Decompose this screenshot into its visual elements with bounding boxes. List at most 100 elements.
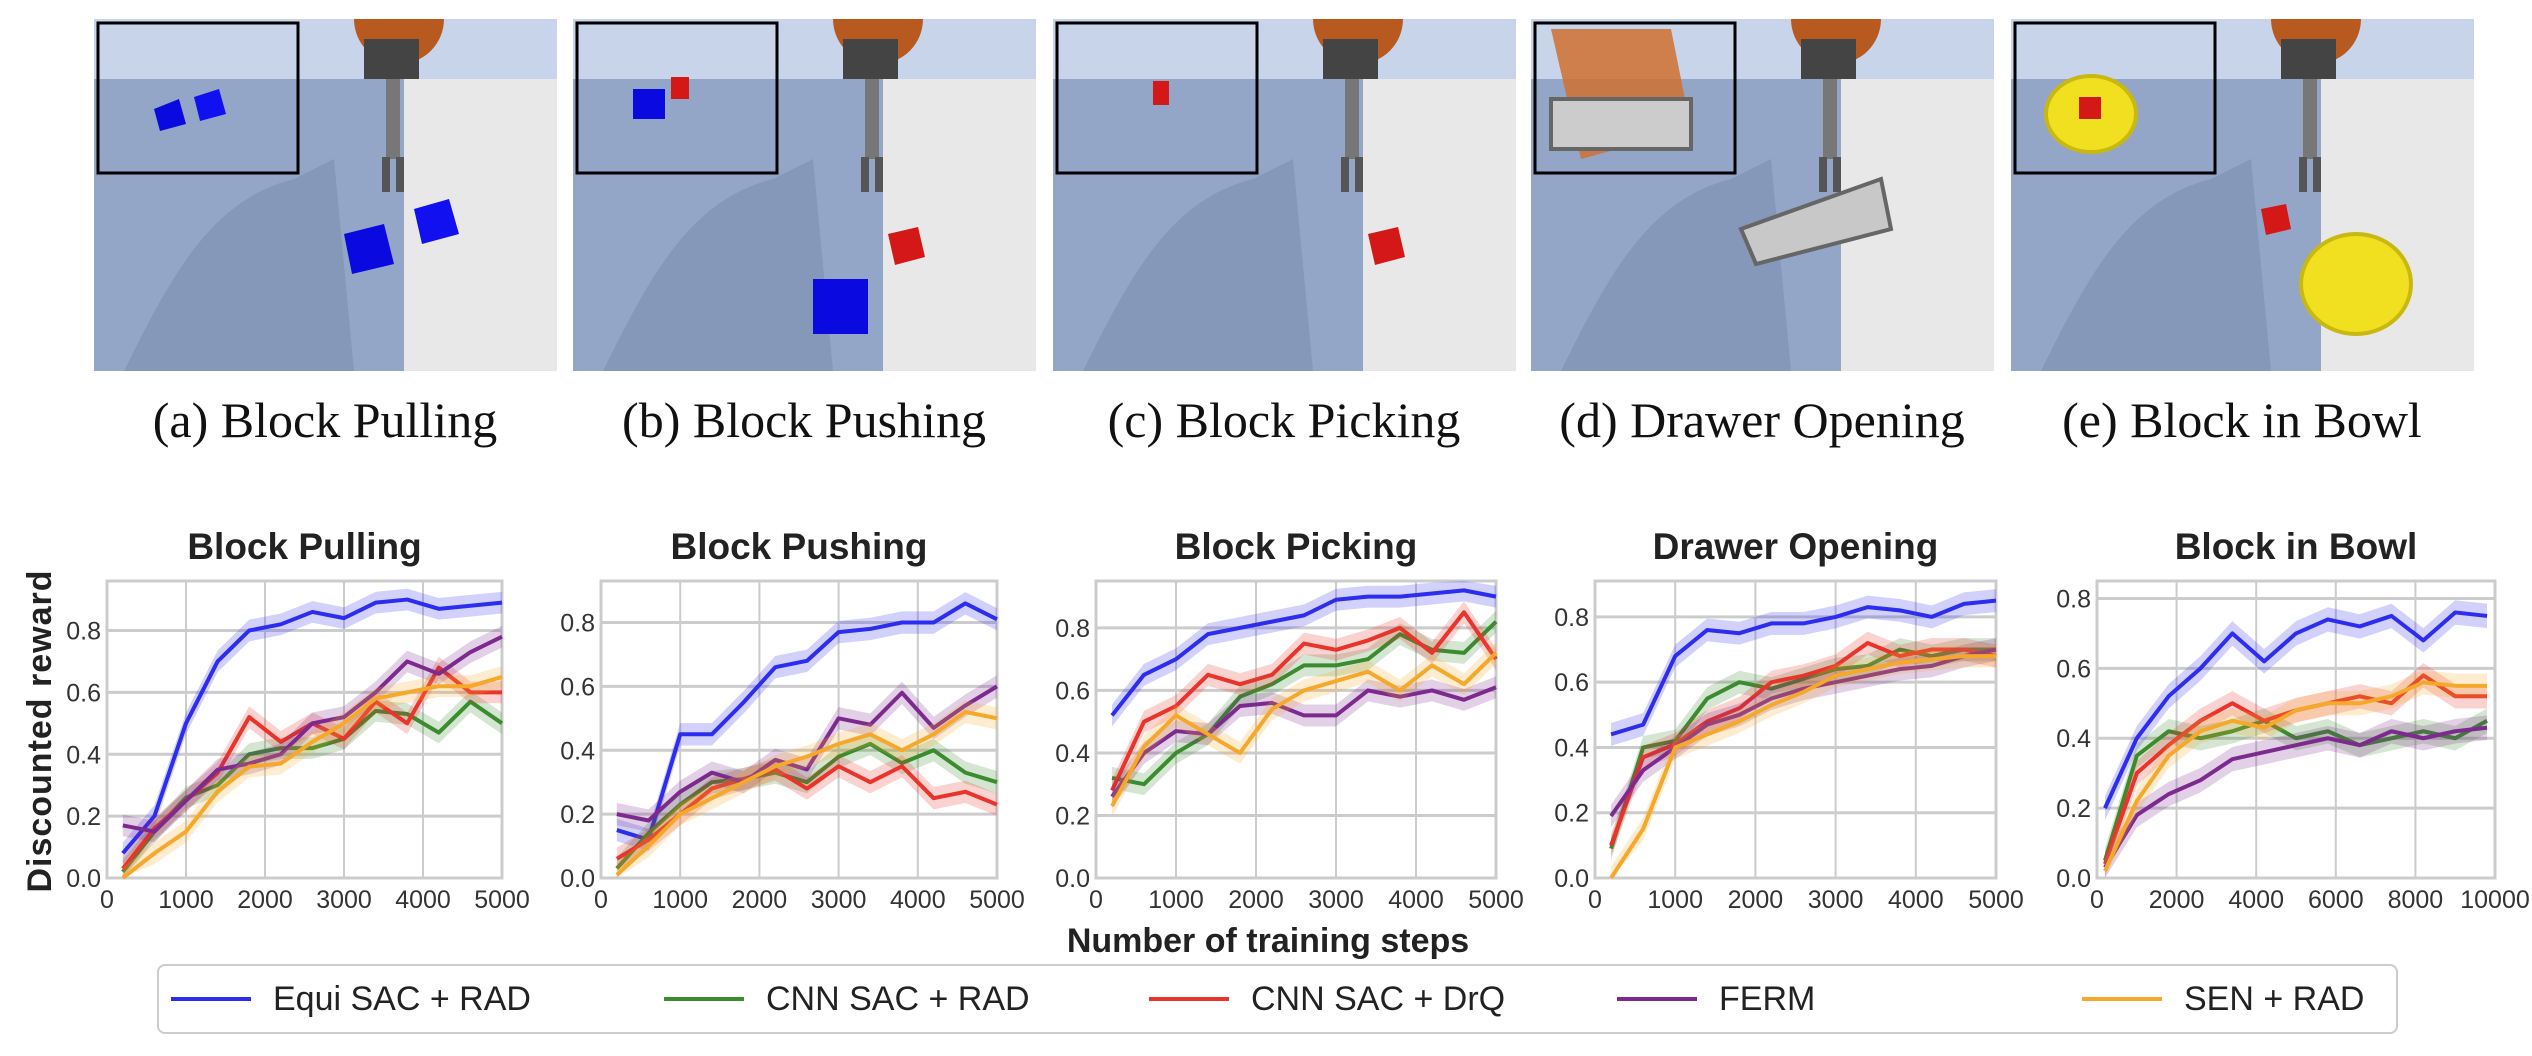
band-equi — [2104, 600, 2488, 821]
band-cnn_drq — [616, 755, 997, 871]
legend-line — [1617, 997, 1697, 1001]
y-tick-label: 0.8 — [560, 610, 595, 638]
legend-item-ferm: FERM — [1617, 966, 1815, 1032]
chart-title: Block Picking — [1174, 526, 1418, 567]
y-tick-label: 0.6 — [1554, 669, 1589, 697]
x-tick-label: 0 — [1089, 886, 1103, 914]
series-line-equi — [616, 601, 998, 842]
series-line-cnn_drq — [1609, 641, 1997, 847]
legend-label: Equi SAC + RAD — [273, 979, 531, 1018]
band-cnn_rad — [1611, 638, 1996, 861]
scene-caption: (e) Block in Bowl — [2062, 392, 2422, 448]
legend-item-cnn_rad: CNN SAC + RAD — [664, 966, 1030, 1032]
series-line-sen — [121, 674, 503, 880]
x-axis-label: Number of training steps — [1066, 922, 1470, 960]
y-tick-label: 0.0 — [66, 865, 101, 893]
y-tick-label: 0.4 — [2056, 725, 2091, 753]
series-line-cnn_drq — [1110, 610, 1498, 792]
band-sen — [1112, 641, 1496, 818]
x-tick-label: 4000 — [1388, 886, 1444, 914]
series-line-equi — [2103, 610, 2488, 809]
series-line-sen — [1609, 654, 1996, 880]
x-tick-label: 1000 — [158, 886, 214, 914]
legend-label: CNN SAC + RAD — [766, 979, 1030, 1018]
band-sen — [616, 700, 997, 878]
y-tick-label: 0.0 — [1554, 865, 1589, 893]
scene-caption: (d) Drawer Opening — [1559, 392, 1965, 448]
scene-pushing — [573, 0, 1036, 371]
band-cnn_drq — [2104, 663, 2488, 877]
y-tick-label: 0.0 — [1055, 865, 1090, 893]
y-tick-label: 0.6 — [560, 673, 595, 701]
chart-title: Block Pushing — [670, 526, 928, 567]
band-cnn_drq — [122, 656, 503, 878]
series-line-sen — [2103, 680, 2488, 872]
series-line-equi — [121, 597, 503, 855]
legend-label: CNN SAC + DrQ — [1251, 979, 1506, 1018]
series-line-ferm — [1110, 685, 1497, 798]
scene-caption: (c) Block Picking — [1107, 392, 1461, 448]
chart-title: Block Pulling — [187, 526, 422, 567]
x-tick-label: 0 — [594, 886, 608, 914]
scene-picking — [1053, 0, 1516, 371]
x-tick-label: 4000 — [1888, 886, 1944, 914]
y-tick-label: 0.6 — [1055, 677, 1090, 705]
y-tick-label: 0.0 — [2056, 865, 2091, 893]
series-line-cnn_rad — [615, 741, 998, 870]
scene-caption: (a) Block Pulling — [152, 392, 498, 448]
x-tick-label: 3000 — [1808, 886, 1864, 914]
x-tick-label: 6000 — [2308, 886, 2364, 914]
legend-line — [1149, 997, 1229, 1001]
x-tick-label: 0 — [1588, 886, 1602, 914]
x-tick-label: 3000 — [1308, 886, 1364, 914]
y-tick-label: 0.6 — [2056, 655, 2091, 683]
x-tick-label: 2000 — [1728, 886, 1784, 914]
x-tick-label: 5000 — [1468, 886, 1524, 914]
y-tick-label: 0.4 — [560, 737, 595, 765]
band-equi — [1112, 581, 1496, 727]
y-tick-label: 0.2 — [560, 801, 595, 829]
band-sen — [2104, 670, 2488, 878]
x-tick-label: 2000 — [237, 886, 293, 914]
x-tick-label: 4000 — [890, 886, 946, 914]
series-line-sen — [1110, 651, 1498, 808]
band-ferm — [1112, 676, 1496, 808]
x-tick-label: 1000 — [652, 886, 708, 914]
band-ferm — [122, 625, 503, 843]
legend-label: FERM — [1719, 979, 1816, 1018]
y-tick-label: 0.8 — [2056, 585, 2091, 613]
x-tick-label: 0 — [2090, 886, 2104, 914]
plot-frame — [2095, 579, 2497, 880]
series-line-ferm — [122, 634, 503, 834]
y-axis-label: Discounted reward — [21, 569, 59, 893]
scene-caption: (b) Block Pushing — [622, 392, 986, 448]
plot-frame — [1593, 579, 1998, 880]
series-line-ferm — [2103, 725, 2488, 869]
y-tick-label: 0.0 — [560, 865, 595, 893]
x-tick-label: 2000 — [732, 886, 788, 914]
y-tick-label: 0.2 — [66, 803, 101, 831]
band-cnn_rad — [2104, 708, 2488, 873]
series-line-cnn_rad — [2103, 718, 2489, 862]
series-line-ferm — [616, 684, 999, 823]
legend-label: SEN + RAD — [2184, 979, 2365, 1018]
series-line-equi — [1610, 598, 1997, 737]
x-tick-label: 3000 — [316, 886, 372, 914]
scene-bowl — [2011, 0, 2474, 371]
y-tick-label: 0.4 — [1055, 740, 1090, 768]
x-tick-label: 2000 — [1228, 886, 1284, 914]
x-tick-label: 2000 — [2149, 886, 2205, 914]
band-equi — [122, 588, 503, 865]
series-line-cnn_rad — [121, 699, 504, 874]
x-tick-label: 1000 — [1647, 886, 1703, 914]
legend-item-sen: SEN + RAD — [2082, 966, 2364, 1032]
series-line-equi — [1110, 588, 1497, 717]
legend-line — [664, 997, 744, 1001]
series-line-sen — [615, 709, 998, 877]
x-tick-label: 10000 — [2460, 886, 2530, 914]
chart-title: Drawer Opening — [1652, 526, 1939, 567]
x-tick-label: 3000 — [811, 886, 867, 914]
x-tick-label: 1000 — [1148, 886, 1204, 914]
scene-drawer — [1531, 0, 1994, 371]
legend-item-equi: Equi SAC + RAD — [171, 966, 531, 1032]
